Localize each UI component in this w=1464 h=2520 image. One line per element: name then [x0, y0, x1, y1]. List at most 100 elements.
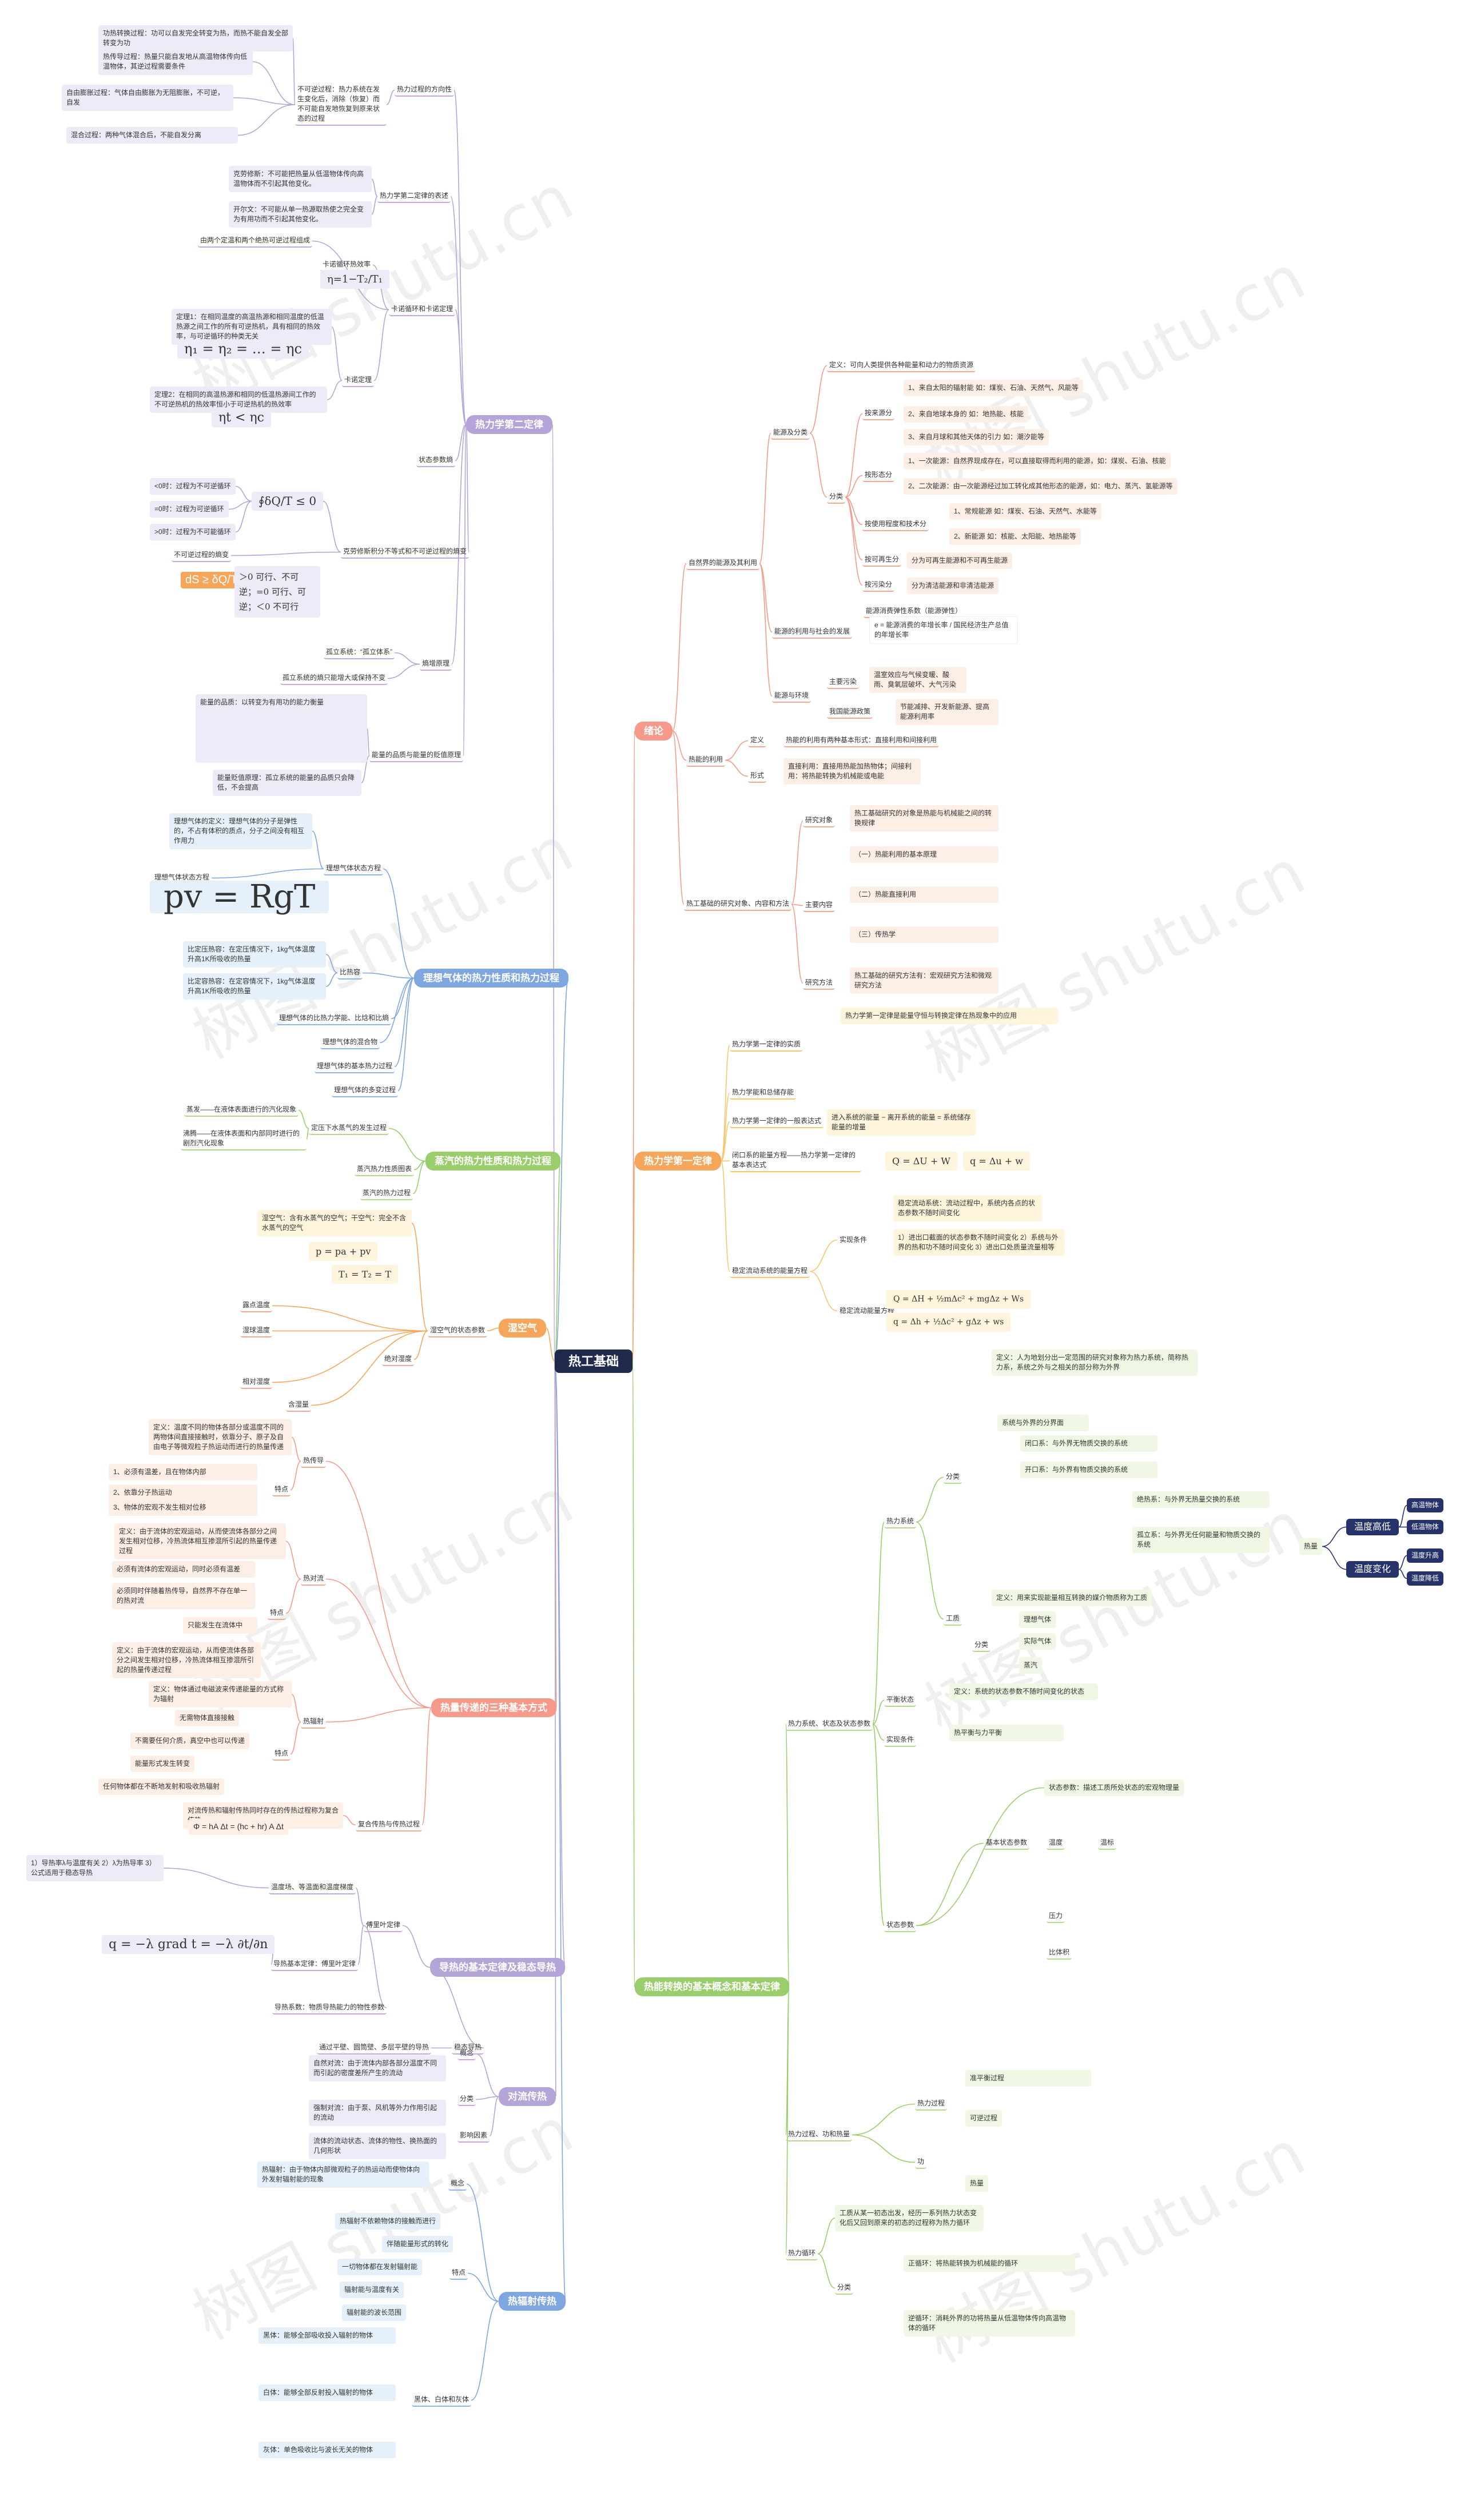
black-white-gray-label: 黑体、白体和灰体 — [412, 2394, 472, 2407]
working-type-steam: 蒸汽 — [1019, 1657, 1043, 1674]
radiation-label[interactable]: 热辐射 — [301, 1715, 327, 1729]
high-temp-object: 高温物体 — [1407, 1498, 1444, 1512]
statements-label[interactable]: 热力学第二定律的表述 — [377, 190, 451, 203]
ideal-gas-item[interactable]: 理想气体的比热力学能、比焓和比熵 — [277, 1012, 392, 1025]
exergy-degradation-note: 能量贬值原理：孤立系统的能量的品质只会降低，不会提高 — [213, 770, 361, 796]
branch-convection[interactable]: 对流传热 — [499, 2087, 556, 2106]
branch-heat-transfer-modes[interactable]: 热量传递的三种基本方式 — [431, 1698, 556, 1717]
branch-steam[interactable]: 蒸汽的热力性质和热力过程 — [425, 1152, 560, 1171]
ideal-gas-state-label[interactable]: 理想气体状态方程 — [324, 862, 384, 875]
exergy-label[interactable]: 能量的品质与能量的贬值原理 — [369, 749, 464, 762]
radiation-concept: 热辐射：由于物体内部微观粒子的热运动而使物体向外发射辐射能的现象 — [257, 2161, 429, 2188]
temperature-change-node[interactable]: 温度变化 — [1346, 1561, 1399, 1578]
ideal-gas-item[interactable]: 理想气体的多变过程 — [332, 1084, 399, 1097]
carnot-label[interactable]: 卡诺循环和卡诺定理 — [389, 303, 456, 316]
radiation-feature-1: 无需物体直接接触 — [175, 1710, 240, 1726]
connector-line — [272, 1330, 428, 1383]
closed-system-label[interactable]: 闭口系的能量方程——热力学第一定律的基本表达式 — [730, 1149, 861, 1172]
convection-note: 定义：由于流体的宏观运动，从而使流体各部分之间发生相对位移，冷热流体相互掺混所引… — [112, 1642, 261, 1678]
process-work-heat-label[interactable]: 热力过程、功和热量 — [786, 2128, 853, 2141]
connector-line — [285, 1540, 301, 1580]
branch-radiation[interactable]: 热辐射传热 — [499, 2292, 566, 2311]
mixing-note: 混合过程：两种气体混合后，不能自发分离 — [66, 127, 238, 144]
connector-line — [852, 2103, 916, 2136]
open-system-label[interactable]: 稳定流动系统的能量方程 — [730, 1265, 810, 1278]
conduction-label[interactable]: 热传导 — [301, 1455, 327, 1468]
ideal-gas-item[interactable]: 理想气体的基本热力过程 — [315, 1060, 395, 1073]
first-law-essence-label[interactable]: 热力学第一定律的实质 — [730, 1038, 803, 1052]
content-2: （二）热能直接利用 — [850, 886, 998, 903]
connector-line — [759, 563, 773, 633]
connector-line — [163, 1868, 269, 1889]
radiation-feature: 热辐射不依赖物体的接触而进行 — [335, 2213, 441, 2230]
branch-ideal-gas[interactable]: 理想气体的热力性质和热力过程 — [414, 969, 568, 988]
course-label[interactable]: 热工基础的研究对象、内容和方法 — [684, 898, 792, 911]
convection-factors: 流体的流动状态、流体的物性、换热面的几何形状 — [309, 2133, 446, 2159]
connector-line — [455, 309, 467, 425]
process-direction-label[interactable]: 热力过程的方向性 — [395, 83, 455, 97]
connector-line — [785, 1723, 790, 1988]
energy-usage-label[interactable]: 自然界的能源及其利用 — [686, 557, 760, 570]
steam-generation-label[interactable]: 定压下水蒸气的发生过程 — [309, 1122, 389, 1135]
fourier-law-label[interactable]: 傅里叶定律 — [364, 1919, 403, 1932]
thermal-system-definition: 定义：人为地划分出一定范围的研究对象称为热力系统，简称热力系，系统之外与之相关的… — [992, 1349, 1198, 1376]
connector-line — [845, 496, 863, 586]
general-expression-label[interactable]: 热力学第一定律的一般表达式 — [730, 1115, 824, 1128]
connector-line — [554, 1361, 556, 2097]
connector-line — [394, 977, 415, 1068]
connector-line — [809, 432, 828, 498]
pressure-label: 压力 — [1047, 1910, 1065, 1923]
root-node[interactable]: 热工基础 — [555, 1349, 633, 1373]
radiation-feature-2: 不需要任何介质，真空中也可以传递 — [130, 1733, 250, 1749]
clausius-inequality-label[interactable]: 克劳修斯积分不等式和不可逆过程的熵变 — [341, 546, 470, 559]
main-content-label: 主要内容 — [803, 899, 836, 912]
steam-table-label[interactable]: 蒸汽热力性质图表 — [355, 1163, 415, 1176]
steam-process-label[interactable]: 蒸汽的热力过程 — [360, 1187, 413, 1200]
branch-first-law[interactable]: 热力学第一定律 — [635, 1152, 721, 1171]
connector-line — [327, 380, 343, 400]
connector-line — [290, 1721, 301, 1755]
steady-flow-equation: Q = ΔH + ½mΔc² + mgΔz + Ws — [886, 1290, 1031, 1309]
entropy-label[interactable]: 状态参数熵 — [416, 454, 456, 467]
convection-factors-label: 影响因素 — [458, 2129, 490, 2143]
temperature-level-node[interactable]: 温度高低 — [1346, 1519, 1399, 1535]
convection-label[interactable]: 热对流 — [301, 1572, 327, 1586]
branch-steady-conduction[interactable]: 导热的基本定律及稳态导热 — [430, 1958, 565, 1977]
connector-line — [632, 1160, 635, 1362]
kelvin-statement: 开尔文：不可能从单一热源取热使之完全变为有用功而不引起其他变化。 — [229, 201, 372, 228]
connector-line — [475, 2096, 499, 2100]
research-object: 热工基础研究的对象是热能与机械能之间的转换规律 — [850, 805, 998, 831]
source-3: 3、来自月球和其他天体的引力 如：潮汐能等 — [904, 429, 1049, 445]
connector-line — [1398, 1568, 1407, 1579]
carnot-efficiency-equation: η=1−T₂/T₁ — [320, 270, 389, 289]
humid-air-params-label[interactable]: 湿空气的状态参数 — [428, 1324, 488, 1337]
renewable-note: 分为可再生能源和不可再生能源 — [907, 552, 1013, 569]
connector-line — [325, 972, 338, 987]
energy-forms-label[interactable]: 热力学能和总储存能 — [730, 1086, 797, 1100]
heat-utilization-label[interactable]: 热能的利用 — [686, 754, 726, 767]
temperature-heat-node[interactable]: 热量 — [1299, 1538, 1323, 1555]
branch-basic-concepts[interactable]: 热能转换的基本概念和基本定律 — [635, 1977, 789, 1996]
conduction-feature-2: 2、依靠分子热运动 — [109, 1484, 257, 1501]
radiation-features-label: 特点 — [272, 1747, 291, 1761]
connector-line — [371, 196, 378, 215]
system-state-label[interactable]: 热力系统、状态及状态参数 — [786, 1718, 873, 1731]
convection-natural: 自然对流：由于流体内部各部分温度不同而引起的密度差所产生的流动 — [309, 2055, 446, 2081]
branch-humid-air[interactable]: 湿空气 — [499, 1319, 546, 1337]
branch-thermo-second-law[interactable]: 热力学第二定律 — [466, 415, 552, 434]
connector-line — [230, 551, 341, 556]
thermal-cycle-label[interactable]: 热力循环 — [786, 2247, 818, 2260]
entropy-increase-label[interactable]: 熵增原理 — [420, 658, 452, 671]
connector-line — [412, 1160, 426, 1195]
branch-introduction[interactable]: 绪论 — [635, 722, 673, 741]
humid-air-definition: 湿空气：含有水蒸气的空气；干空气：完全不含水蒸气的空气 — [257, 1210, 412, 1236]
energy-policy-note: 节能减排、开发新能源、提高能源利用率 — [896, 699, 998, 725]
ideal-gas-item[interactable]: 理想气体的混合物 — [320, 1036, 380, 1049]
connector-line — [845, 475, 863, 498]
steady-flow-specific-equation: q = Δh + ½Δc² + gΔz + ws — [886, 1313, 1011, 1332]
specific-heat-label[interactable]: 比热容 — [337, 966, 363, 980]
combined-heat-transfer-label[interactable]: 复合传热与传热过程 — [356, 1818, 423, 1832]
connector-line — [361, 755, 370, 783]
content-3: （三）传热学 — [850, 926, 998, 943]
